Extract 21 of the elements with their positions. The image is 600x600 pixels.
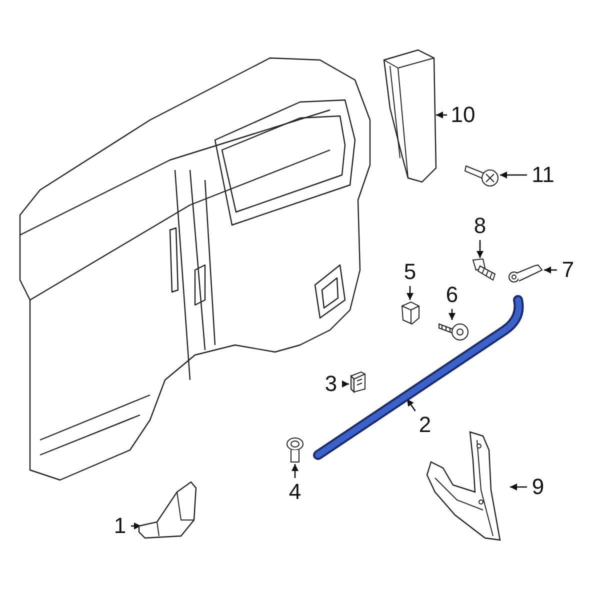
- callout-number: 4: [285, 479, 305, 505]
- leader-line: [406, 286, 414, 300]
- leader-line: [544, 266, 557, 274]
- callout-number: 2: [415, 412, 435, 438]
- leader-line: [436, 112, 447, 118]
- callout-number: 11: [528, 162, 558, 188]
- callout-number: 5: [400, 259, 420, 285]
- leader-line: [342, 380, 349, 388]
- leader-line: [476, 240, 484, 258]
- leader-line: [510, 484, 527, 490]
- leader-line: [292, 464, 298, 478]
- callout-number: 9: [528, 474, 548, 500]
- callout-number: 1: [110, 513, 130, 539]
- leader-line: [406, 398, 416, 412]
- callout-number: 8: [470, 213, 490, 239]
- callout-number: 6: [442, 282, 462, 308]
- leader-line: [448, 309, 456, 320]
- callout-number: 3: [321, 371, 341, 397]
- callout-number: 10: [448, 102, 478, 128]
- callout-number: 7: [558, 257, 578, 283]
- leader-line: [500, 172, 527, 178]
